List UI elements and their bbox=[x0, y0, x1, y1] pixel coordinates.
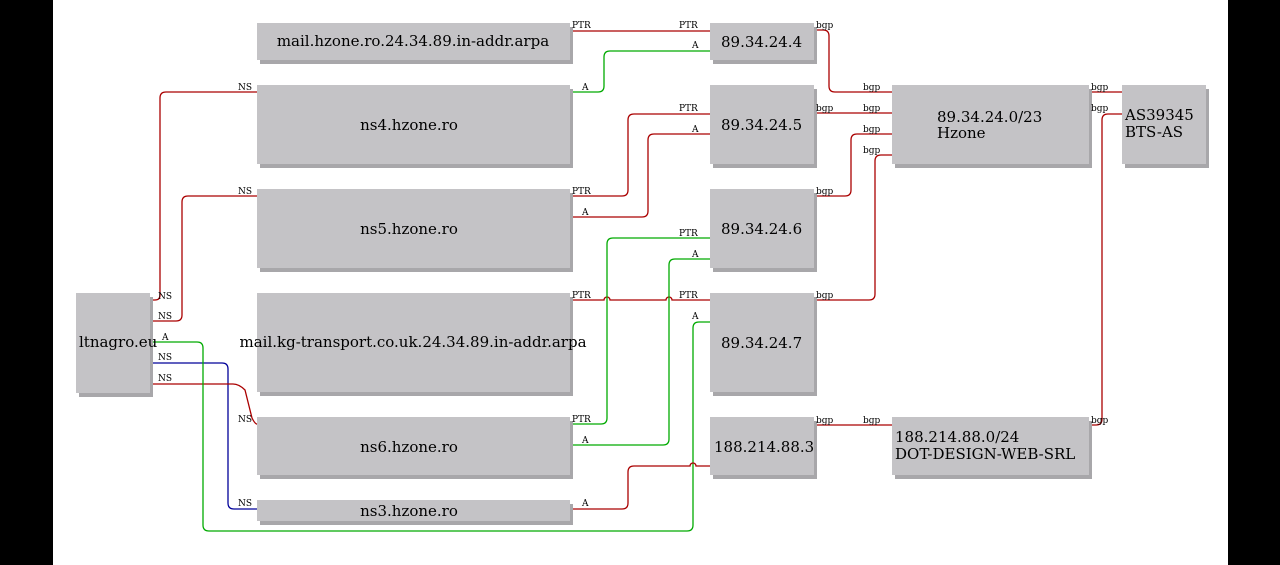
label-bgp: bgp bbox=[863, 416, 881, 426]
node-ip5-label: 89.34.24.5 bbox=[721, 116, 802, 134]
edge-ns4-ip4 bbox=[570, 50, 710, 93]
edge-mailkg-ip7 bbox=[570, 296, 710, 301]
nodes: ltnagro.eu mail.hzone.ro.24.34.89.in-add… bbox=[76, 23, 1209, 525]
node-as-line2: BTS-AS bbox=[1125, 123, 1183, 141]
label-ptr: PTR bbox=[679, 104, 698, 114]
edge-ns6-a-ip6 bbox=[570, 258, 710, 446]
node-ip188[interactable]: 188.214.88.3 bbox=[710, 417, 817, 479]
label-a: A bbox=[581, 208, 589, 218]
label-ptr: PTR bbox=[572, 415, 591, 425]
edge-ns6-ptr-ip6 bbox=[570, 237, 710, 425]
node-ns4[interactable]: ns4.hzone.ro bbox=[257, 85, 573, 168]
label-ns: NS bbox=[238, 187, 252, 197]
node-net-dot-line1: 188.214.88.0/24 bbox=[895, 428, 1019, 446]
edge-ns5-a-ip5 bbox=[570, 133, 710, 218]
label-a: A bbox=[581, 436, 589, 446]
edge-ns5-ptr-ip5 bbox=[570, 113, 710, 197]
edge-ip4-net bbox=[814, 29, 892, 93]
network-graph-canvas: ltnagro.eu mail.hzone.ro.24.34.89.in-add… bbox=[53, 0, 1228, 565]
node-net-hzone-line1: 89.34.24.0/23 bbox=[937, 108, 1042, 126]
node-ns3-label: ns3.hzone.ro bbox=[360, 502, 458, 520]
node-ip188-label: 188.214.88.3 bbox=[714, 438, 814, 456]
edge-ip7-net bbox=[814, 154, 892, 301]
label-a: A bbox=[581, 499, 589, 509]
node-net-dot[interactable]: 188.214.88.0/24 DOT-DESIGN-WEB-SRL bbox=[892, 417, 1092, 479]
network-graph: ltnagro.eu mail.hzone.ro.24.34.89.in-add… bbox=[76, 21, 1209, 532]
label-ns: NS bbox=[238, 415, 252, 425]
edge-ltnagro-ns3 bbox=[150, 362, 257, 510]
node-mail-kg-label: mail.kg-transport.co.uk.24.34.89.in-addr… bbox=[239, 333, 586, 351]
node-net-hzone-line2: Hzone bbox=[937, 124, 986, 142]
node-ns3[interactable]: ns3.hzone.ro bbox=[257, 500, 573, 525]
edge-netdot-as bbox=[1089, 113, 1122, 426]
edge-ltnagro-ns5 bbox=[150, 195, 257, 322]
label-a: A bbox=[581, 83, 589, 93]
label-ptr: PTR bbox=[572, 291, 591, 301]
node-net-dot-line2: DOT-DESIGN-WEB-SRL bbox=[895, 445, 1075, 463]
node-mail-kg[interactable]: mail.kg-transport.co.uk.24.34.89.in-addr… bbox=[239, 293, 587, 396]
label-a: A bbox=[691, 41, 699, 51]
node-ip7[interactable]: 89.34.24.7 bbox=[710, 293, 817, 396]
node-mail-hzone-label: mail.hzone.ro.24.34.89.in-addr.arpa bbox=[277, 32, 549, 50]
node-ns4-label: ns4.hzone.ro bbox=[360, 116, 458, 134]
label-bgp: bgp bbox=[816, 187, 834, 197]
label-bgp: bgp bbox=[816, 291, 834, 301]
node-ip6-label: 89.34.24.6 bbox=[721, 220, 802, 238]
label-ns: NS bbox=[158, 292, 172, 302]
label-ns: NS bbox=[158, 312, 172, 322]
label-bgp: bgp bbox=[863, 146, 881, 156]
label-bgp: bgp bbox=[1091, 416, 1109, 426]
node-ns5[interactable]: ns5.hzone.ro bbox=[257, 189, 573, 272]
label-ns: NS bbox=[238, 499, 252, 509]
label-a: A bbox=[161, 333, 169, 343]
node-ns6-label: ns6.hzone.ro bbox=[360, 438, 458, 456]
label-bgp: bgp bbox=[1091, 104, 1109, 114]
label-bgp: bgp bbox=[816, 104, 834, 114]
node-mail-hzone[interactable]: mail.hzone.ro.24.34.89.in-addr.arpa bbox=[257, 23, 573, 64]
node-ip5[interactable]: 89.34.24.5 bbox=[710, 85, 817, 168]
label-a: A bbox=[691, 125, 699, 135]
label-ptr: PTR bbox=[572, 21, 591, 31]
node-ip7-label: 89.34.24.7 bbox=[721, 334, 802, 352]
edges bbox=[150, 29, 1122, 532]
label-ptr: PTR bbox=[679, 229, 698, 239]
label-ns: NS bbox=[238, 83, 252, 93]
edge-labels: NS NS A NS NS NS NS NS NS PTR A PTR A PT… bbox=[158, 21, 1109, 509]
node-as-line1: AS39345 bbox=[1124, 106, 1194, 124]
label-a: A bbox=[691, 312, 699, 322]
node-net-hzone[interactable]: 89.34.24.0/23 Hzone bbox=[892, 85, 1092, 168]
node-ltnagro-label: ltnagro.eu bbox=[79, 333, 158, 351]
label-ptr: PTR bbox=[572, 187, 591, 197]
edge-ns3-ip188 bbox=[570, 462, 710, 510]
node-ip4-label: 89.34.24.4 bbox=[721, 33, 802, 51]
node-ip6[interactable]: 89.34.24.6 bbox=[710, 189, 817, 272]
label-bgp: bgp bbox=[1091, 83, 1109, 93]
label-a: A bbox=[691, 250, 699, 260]
node-as[interactable]: AS39345 BTS-AS bbox=[1122, 85, 1209, 168]
label-ptr: PTR bbox=[679, 21, 698, 31]
edge-ip6-net bbox=[814, 133, 892, 197]
edge-ltnagro-ns4 bbox=[150, 91, 257, 301]
node-ns6[interactable]: ns6.hzone.ro bbox=[257, 417, 573, 479]
label-bgp: bgp bbox=[816, 416, 834, 426]
label-ptr: PTR bbox=[679, 291, 698, 301]
label-ns: NS bbox=[158, 374, 172, 384]
label-bgp: bgp bbox=[863, 125, 881, 135]
edge-ltnagro-ns6 bbox=[150, 383, 258, 425]
label-ns: NS bbox=[158, 353, 172, 363]
node-ltnagro[interactable]: ltnagro.eu bbox=[76, 293, 158, 397]
node-ns5-label: ns5.hzone.ro bbox=[360, 220, 458, 238]
label-bgp: bgp bbox=[863, 104, 881, 114]
edge-ltnagro-ip7 bbox=[150, 321, 710, 532]
label-bgp: bgp bbox=[863, 83, 881, 93]
label-bgp: bgp bbox=[816, 21, 834, 31]
node-ip4[interactable]: 89.34.24.4 bbox=[710, 23, 817, 64]
